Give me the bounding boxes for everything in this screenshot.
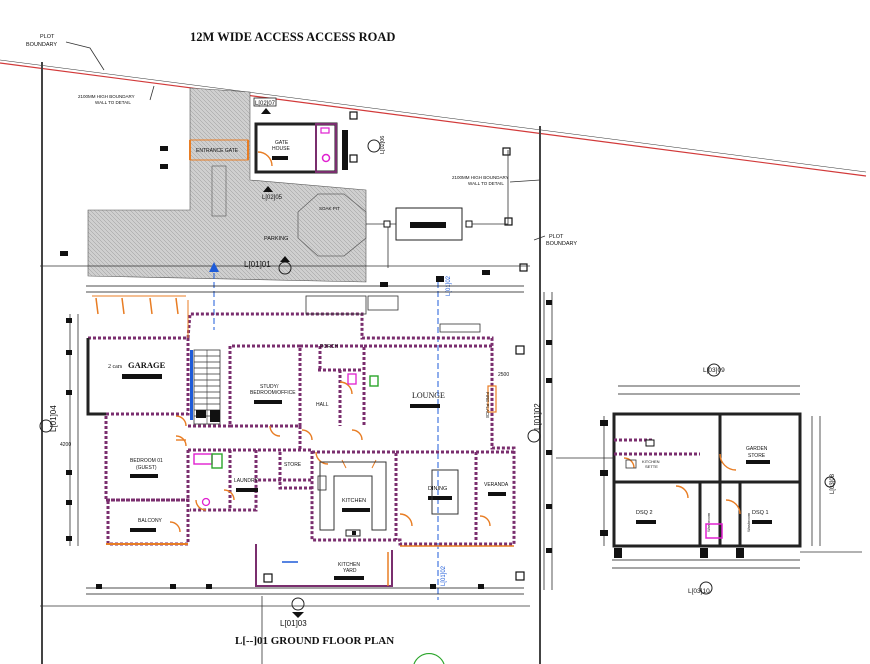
grid-line-blue: L[01]02 L[01]02 [209,262,452,600]
dsq-bottom-marker-text: L[03]10 [688,588,710,595]
road-title: 12M WIDE ACCESS ACCESS ROAD [190,30,395,44]
door-swings [92,295,514,547]
plan-title: L[--]01 GROUND FLOOR PLAN [235,635,394,647]
plot-boundary-right-line1: PLOT [549,234,564,240]
entrance-gate-label: ENTRANCE GATE [196,148,239,154]
kitchen-yard [255,544,393,587]
dsq-right-marker: L[03]08 [824,473,836,494]
gate-top-marker: L[02]07 [253,97,277,114]
parking-area: PARKING [87,87,367,283]
gate-right-marker: L[02]06 [367,136,386,154]
septic-tank [383,150,509,268]
boundary-wall-right-line2: WALL TO DETAIL [468,181,504,186]
section-marker-bottom: L[01]03 [40,597,530,628]
section-marker-top: L[01]01 [40,256,530,275]
kitchen-yard-line2: YARD [343,568,357,574]
gate-right-marker-text: L[02]06 [380,136,386,154]
fire-place-label: FIRE PLACE [485,392,490,418]
garden-store-line1: GARDEN [746,446,768,452]
section-marker-right-text: L[01]02 [533,403,542,430]
bottom-marker-arc [413,652,445,664]
washroom-right: Washroom [746,512,751,532]
gate-bottom-marker: L[02]05 [262,186,283,201]
dim-label-1: 2500 [498,372,509,378]
kitchen-yard-line1: KITCHEN [338,562,360,568]
lounge-label: LOUNGE [412,391,445,400]
study-line1: STUDY/ [260,384,279,390]
store-label: STORE [284,462,302,468]
veranda-label: VERANDA [484,482,509,488]
garage-note: 2 cars [108,364,123,370]
plot-boundary [0,59,867,664]
section-marker-left-text: L[01]04 [49,405,58,432]
grid-bottom-label: L[01]02 [441,565,447,586]
gate-bottom-marker-text: L[02]05 [262,195,283,201]
section-marker-top-text: L[01]01 [244,260,271,269]
garage-label: GARAGE [128,360,166,370]
boundary-wall-note-left: 2100MM HIGH BOUNDARY WALL TO DETAIL [78,85,155,105]
dsq-building: KITCHEN SETTE GARDEN STORE DSQ 2 DSQ 1 W… [556,385,862,569]
section-marker-left: L[01]04 [39,405,58,433]
dining-label: DINING [428,486,447,492]
hall-label: HALL [316,402,329,408]
dim-label-2: 4200 [60,442,71,448]
kitchen-label: KITCHEN [342,498,366,504]
laundry-label: LAUNDRY [234,478,258,484]
main-house-dimensions: 2500 4200 [60,285,553,595]
dsq-top-marker-text: L[03]09 [703,367,725,374]
balcony-label: BALCONY [138,518,163,524]
plot-boundary-top-label: PLOT BOUNDARY [26,34,105,71]
kitchen-dining-furniture [305,295,481,531]
dsq-bottom-marker: L[03]10 [688,581,713,595]
room-tags [122,374,506,580]
section-marker-bottom-text: L[01]03 [280,619,307,628]
plot-boundary-right-line2: BOUNDARY [546,241,577,247]
plot-boundary-right-label: PLOT BOUNDARY [533,234,577,247]
gate-house-line1: GATE [275,140,289,146]
washroom-left: Washroom [706,512,711,532]
fixtures [193,373,497,537]
main-house [86,312,516,546]
dsq-top-marker: L[03]09 [703,363,725,377]
section-marker-right: L[01]02 [527,403,542,443]
boundary-wall-left-line2: WALL TO DETAIL [95,100,131,105]
dsq-right-marker-text: L[03]08 [830,473,836,494]
soak-pit: SOAK PIT [297,193,396,257]
garden-store-line2: STORE [748,453,766,459]
plot-boundary-top-line2: BOUNDARY [26,42,57,48]
soak-pit-label: SOAK PIT [319,206,340,211]
study-line2: BEDROOM/OFFICE [250,390,296,396]
bedroom-line1: BEDROOM 01 [130,458,163,464]
plot-boundary-top-line1: PLOT [40,34,55,40]
room-labels: 2 cars GARAGE STUDY/ BEDROOM/OFFICE PORC… [108,344,509,574]
porch-label: PORCH [320,344,338,350]
bedroom-line2: (GUEST) [136,465,157,471]
boundary-wall-note-right: 2100MM HIGH BOUNDARY WALL TO DETAIL [452,175,541,186]
boundary-wall-left-line1: 2100MM HIGH BOUNDARY [78,94,135,99]
gate-house: GATE HOUSE [254,111,358,174]
gate-house-line2: HOUSE [272,146,290,152]
dsq2-label: DSQ 2 [636,510,653,516]
kitchen-sette-line1: KITCHEN [642,459,660,464]
parking-label: PARKING [264,236,288,242]
boundary-wall-right-line1: 2100MM HIGH BOUNDARY [452,175,509,180]
dsq1-label: DSQ 1 [752,510,769,516]
gate-top-marker-text: L[02]07 [255,101,276,107]
entrance-gate: ENTRANCE GATE [189,139,249,161]
kitchen-sette-line2: SETTE [645,464,658,469]
